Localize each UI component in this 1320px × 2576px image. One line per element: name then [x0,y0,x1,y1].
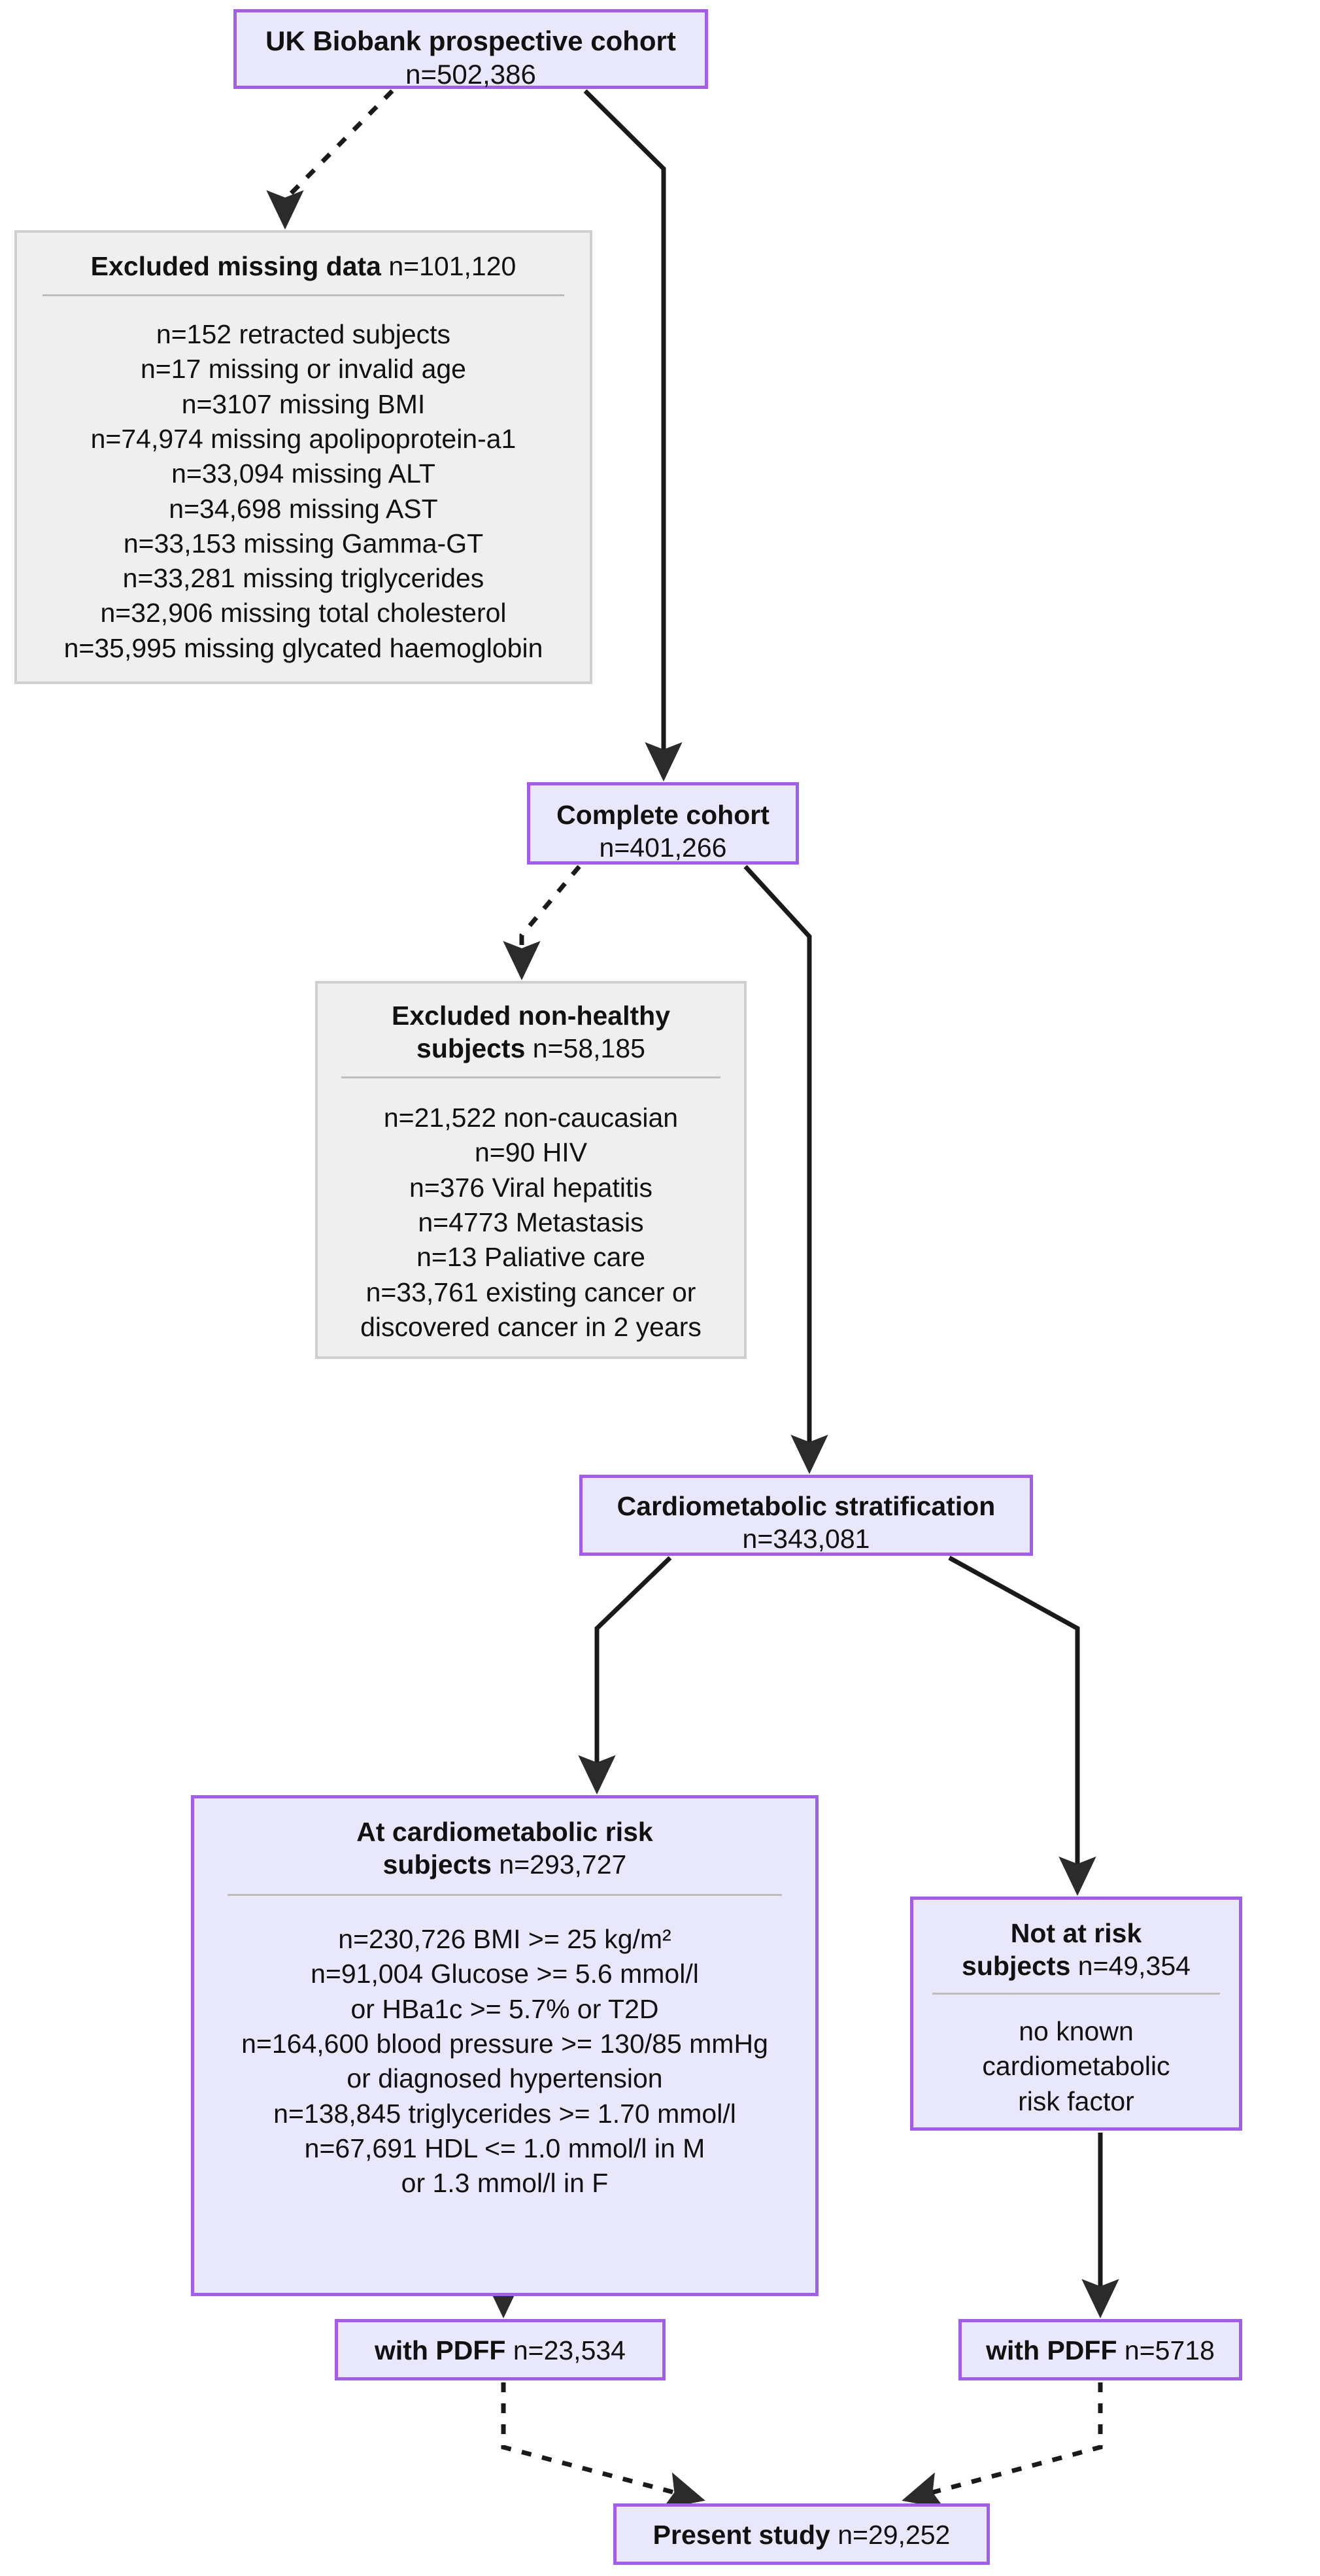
node-count: n=5718 [1124,2335,1215,2365]
node-divider [227,1894,783,1897]
node-title: Excluded missing data n=101,120 [90,251,516,281]
edge-pdff-left-to-present-study [501,2382,705,2509]
node-count: n=58,185 [532,1033,645,1064]
node-divider [932,1993,1221,1995]
node-count: n=293,727 [499,1849,627,1880]
edge-complete-cohort-to-excluded-nonhealthy [503,865,581,981]
node-exclusion-list: n=21,522 non-caucasian n=90 HIV n=376 Vi… [360,1103,702,1342]
node-title: with PDFF n=23,534 [375,2335,626,2365]
node-excluded-non-healthy-subjects[interactable]: Excluded non-healthy subjects n=58,185 n… [315,981,747,1359]
node-count: n=49,354 [1077,1951,1191,1982]
node-present-study[interactable]: Present study n=29,252 [613,2503,990,2565]
node-criteria-list: n=230,726 BMI >= 25 kg/m² n=91,004 Gluco… [241,1924,768,2199]
node-divider [42,294,564,297]
node-title: Not at risk subjects n=49,354 [962,1918,1191,1982]
edge-stratification-to-not-at-risk [948,1555,1096,1897]
node-with-pdff-at-risk[interactable]: with PDFF n=23,534 [335,2319,666,2380]
edge-stratification-to-at-risk [578,1556,672,1795]
node-count: n=502,386 [405,59,536,90]
node-title: Excluded non-healthy subjects n=58,185 [392,1001,670,1064]
node-count: n=29,252 [838,2520,951,2550]
edge-complete-cohort-to-stratification [743,865,828,1475]
node-criteria-list: no known cardiometabolic risk factor [982,2016,1170,2116]
node-exclusion-list: n=152 retracted subjects n=17 missing or… [63,319,543,663]
node-count: n=343,081 [742,1524,870,1554]
node-title: Present study n=29,252 [652,2520,951,2550]
node-not-at-risk-subjects[interactable]: Not at risk subjects n=49,354 no known c… [910,1897,1242,2131]
node-title: with PDFF n=5718 [986,2335,1215,2365]
node-at-cardiometabolic-risk-subjects[interactable]: At cardiometabolic risk subjects n=293,7… [191,1795,819,2296]
edge-cohort-to-complete-cohort [583,89,683,782]
node-excluded-missing-data[interactable]: Excluded missing data n=101,120 n=152 re… [14,230,592,684]
node-count: n=101,120 [388,251,516,281]
node-with-pdff-not-at-risk[interactable]: with PDFF n=5718 [958,2319,1242,2380]
node-count: n=401,266 [599,833,727,863]
node-divider [341,1076,721,1079]
edge-cohort-to-excluded-missing [266,89,394,230]
edge-pdff-right-to-present-study [902,2382,1103,2509]
node-count: n=23,534 [513,2335,626,2365]
node-title: At cardiometabolic risk subjects n=293,7… [356,1817,653,1880]
